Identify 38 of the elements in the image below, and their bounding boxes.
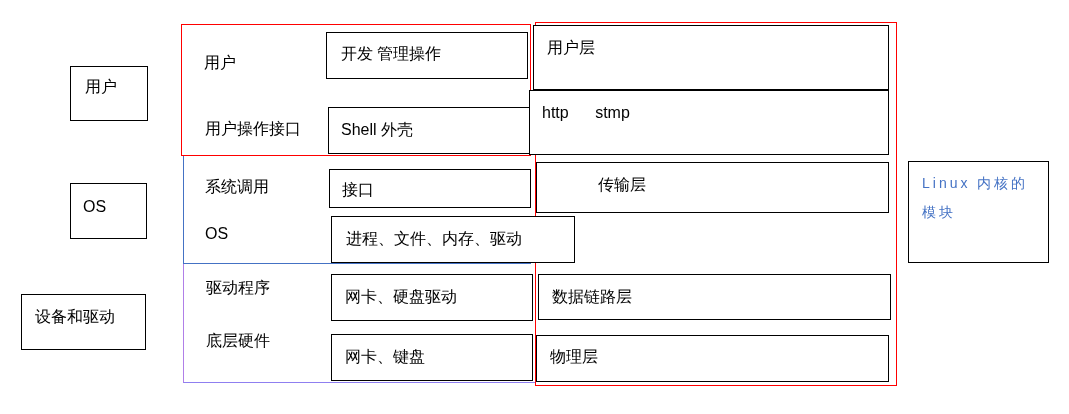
text-box <box>329 169 531 208</box>
box-text: 传输层 <box>598 175 646 195</box>
text-box <box>328 107 530 154</box>
note-box <box>908 161 1049 263</box>
box-text: 接口 <box>342 180 374 200</box>
row-label: 系统调用 <box>205 177 269 197</box>
text-box <box>331 216 575 263</box>
row-label: 用户操作接口 <box>205 119 301 139</box>
row-label: 驱动程序 <box>206 278 270 298</box>
label-box <box>70 183 147 239</box>
section-panel <box>181 24 531 156</box>
text-box <box>326 32 528 79</box>
section-panel <box>183 264 535 383</box>
box-text: 网卡、硬盘驱动 <box>345 287 457 307</box>
layer-box <box>538 274 891 320</box>
box-text: Shell 外壳 <box>341 120 414 140</box>
label-box <box>21 294 146 350</box>
box-text: 物理层 <box>550 347 598 367</box>
label-box <box>70 66 148 121</box>
box-text: http stmp <box>542 103 630 123</box>
row-label: OS <box>205 224 229 244</box>
text-box <box>331 274 533 321</box>
box-text: 数据链路层 <box>552 287 632 307</box>
box-text: 用户 <box>85 77 117 97</box>
text-box <box>331 334 533 381</box>
box-text: 开发 管理操作 <box>341 44 442 64</box>
box-text: 用户层 <box>547 38 595 58</box>
box-text: OS <box>83 197 107 217</box>
box-text: 设备和驱动 <box>35 307 115 327</box>
box-text: 进程、文件、内存、驱动 <box>346 229 522 249</box>
layer-box <box>536 162 889 213</box>
row-label: 底层硬件 <box>206 331 270 351</box>
box-text: 网卡、键盘 <box>345 347 425 367</box>
layer-box <box>536 335 889 382</box>
box-text: Linux 内核的模块 <box>922 174 1030 222</box>
layer-box <box>533 25 889 90</box>
row-label: 用户 <box>204 53 236 73</box>
layer-box <box>529 90 889 155</box>
